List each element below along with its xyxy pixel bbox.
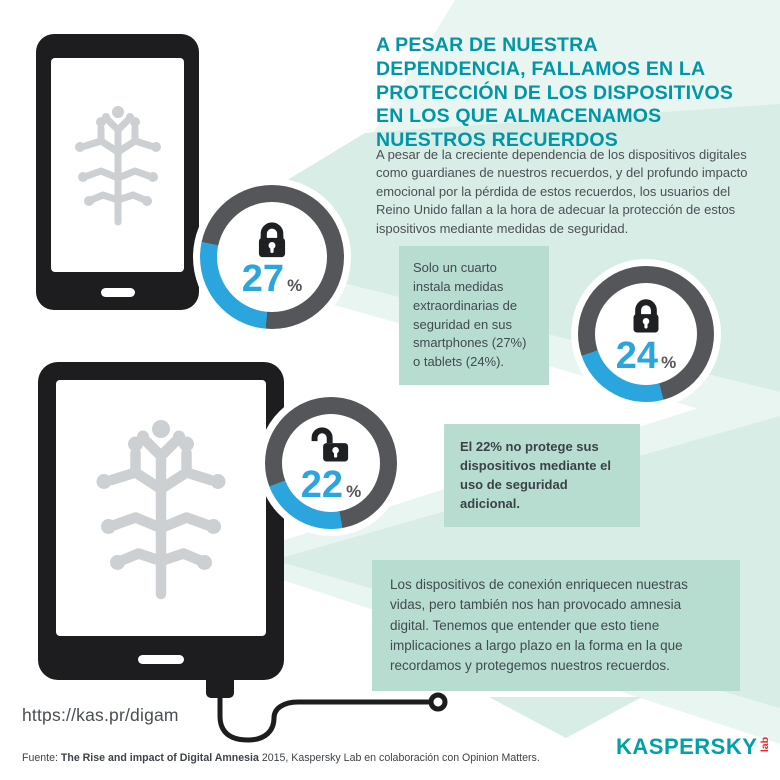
- donut-value: 24 %: [616, 337, 676, 375]
- kaspersky-wordmark: KASPERSKY: [616, 734, 758, 759]
- donut-content: 22 %: [265, 397, 397, 529]
- callout-quarter: Solo un cuarto instala medidas extraordi…: [399, 246, 549, 386]
- donut-number: 24: [615, 334, 659, 377]
- short-url-link[interactable]: https://kas.pr/digam: [22, 705, 179, 725]
- donut-number: 22: [300, 463, 344, 506]
- donut-hole: [217, 202, 327, 312]
- callout-connection: Los dispositivos de conexión enriquecen …: [372, 560, 740, 692]
- donut-tablets: 24 %: [571, 259, 721, 409]
- tablet-home-slot: [138, 655, 184, 664]
- padlock-closed-icon: [258, 222, 286, 257]
- charging-cable-icon: [206, 672, 448, 743]
- donut-smartphones: 27 %: [193, 178, 351, 336]
- callout-unprotected: El 22% no protege sus dispositivos media…: [444, 424, 640, 528]
- donut-value: 22 %: [301, 466, 361, 504]
- tablet-illustration: [38, 362, 284, 680]
- donut-unprotected: 22 %: [258, 390, 404, 536]
- kaspersky-lab-badge: lab: [759, 737, 772, 753]
- kaspersky-logo: KASPERSKY lab: [616, 736, 771, 758]
- source-rest: 2015, Kaspersky Lab en colaboración con …: [258, 752, 540, 764]
- source-report-title: The Rise and impact of Digital Amnesia: [60, 752, 259, 764]
- source-footnote: Fuente: The Rise and impact of Digital A…: [22, 752, 540, 764]
- donut-content: 27 %: [200, 185, 344, 329]
- donut-value: 27 %: [242, 260, 302, 298]
- smartphone-illustration: [36, 34, 199, 310]
- phone-home-slot: [100, 288, 135, 297]
- brain-icon: [96, 419, 226, 599]
- donut-percent-sign: %: [287, 276, 303, 296]
- intro-paragraph: A pesar de la creciente dependencia de l…: [376, 147, 748, 236]
- tablet-screen: [56, 380, 266, 636]
- brain-icon: [74, 106, 161, 226]
- donut-percent-sign: %: [661, 352, 677, 372]
- donut-percent-sign: %: [346, 481, 362, 501]
- donut-number: 27: [241, 258, 285, 301]
- padlock-open-icon: [311, 427, 349, 462]
- smartphone-screen: [51, 58, 184, 272]
- source-prefix: Fuente:: [22, 752, 61, 764]
- donut-hole: [282, 414, 380, 512]
- donut-content: 24 %: [578, 266, 714, 402]
- padlock-closed-icon: [633, 299, 659, 333]
- page-title: A PESAR DE NUESTRA DEPENDENCIA, FALLAMOS…: [376, 34, 734, 152]
